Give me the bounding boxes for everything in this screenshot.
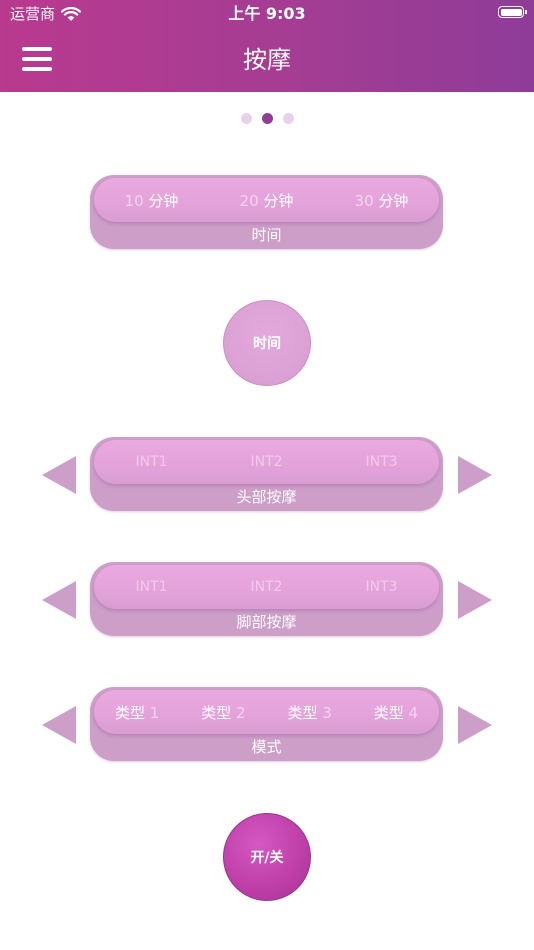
head-massage-selector: INT1 INT2 INT3 头部按摩: [90, 437, 443, 511]
menu-button[interactable]: [22, 47, 52, 71]
time-option-30[interactable]: 30 分钟: [354, 191, 409, 210]
head-option-int2[interactable]: INT2: [250, 454, 283, 470]
power-button[interactable]: 开/关: [223, 813, 311, 901]
hamburger-menu-icon: [22, 47, 52, 51]
foot-option-int2[interactable]: INT2: [250, 579, 283, 595]
mode-selector: 类型 1 类型 2 类型 3 类型 4 模式: [90, 687, 443, 761]
foot-massage-options: INT1 INT2 INT3: [94, 565, 439, 609]
status-bar-left: 运营商: [10, 5, 82, 23]
foot-option-int3[interactable]: INT3: [365, 579, 398, 595]
head-option-int1[interactable]: INT1: [135, 454, 168, 470]
mode-prev-arrow-icon[interactable]: [42, 706, 76, 744]
time-options: 10 分钟 20 分钟 30 分钟: [94, 178, 439, 222]
mode-options: 类型 1 类型 2 类型 3 类型 4: [94, 690, 439, 734]
page-dot-2[interactable]: [261, 113, 273, 124]
foot-massage-next-arrow-icon[interactable]: [458, 581, 492, 619]
time-selector-label: 时间: [251, 226, 282, 244]
mode-next-arrow-icon[interactable]: [458, 706, 492, 744]
head-massage-options: INT1 INT2 INT3: [94, 440, 439, 484]
mode-option-3[interactable]: 类型 3: [287, 703, 332, 722]
head-massage-next-arrow-icon[interactable]: [458, 456, 492, 494]
time-option-20[interactable]: 20 分钟: [239, 191, 294, 210]
foot-massage-selector: INT1 INT2 INT3 脚部按摩: [90, 562, 443, 636]
page-dot-1[interactable]: [240, 113, 252, 124]
page-title: 按摩: [243, 46, 291, 74]
foot-massage-label: 脚部按摩: [236, 613, 297, 631]
time-button[interactable]: 时间: [223, 300, 311, 386]
head-massage-prev-arrow-icon[interactable]: [42, 456, 76, 494]
mode-option-4[interactable]: 类型 4: [373, 703, 419, 722]
carrier-label: 运营商: [10, 5, 56, 23]
foot-massage-prev-arrow-icon[interactable]: [42, 581, 76, 619]
time-selector: 10 分钟 20 分钟 30 分钟 时间: [90, 175, 443, 249]
mode-option-1[interactable]: 类型 1: [114, 703, 160, 722]
time-option-10[interactable]: 10 分钟: [124, 191, 179, 210]
status-time: 上午 9:03: [228, 4, 306, 23]
wifi-icon: [61, 6, 82, 21]
nav-bar: 运营商 上午 9:03 按摩: [0, 0, 534, 92]
head-massage-label: 头部按摩: [236, 488, 297, 506]
battery-icon: [498, 6, 527, 18]
mode-option-2[interactable]: 类型 2: [201, 703, 246, 722]
mode-label: 模式: [251, 738, 282, 756]
foot-option-int1[interactable]: INT1: [135, 579, 168, 595]
head-option-int3[interactable]: INT3: [365, 454, 398, 470]
page-dot-3[interactable]: [282, 113, 294, 124]
page-indicator: [0, 113, 534, 124]
